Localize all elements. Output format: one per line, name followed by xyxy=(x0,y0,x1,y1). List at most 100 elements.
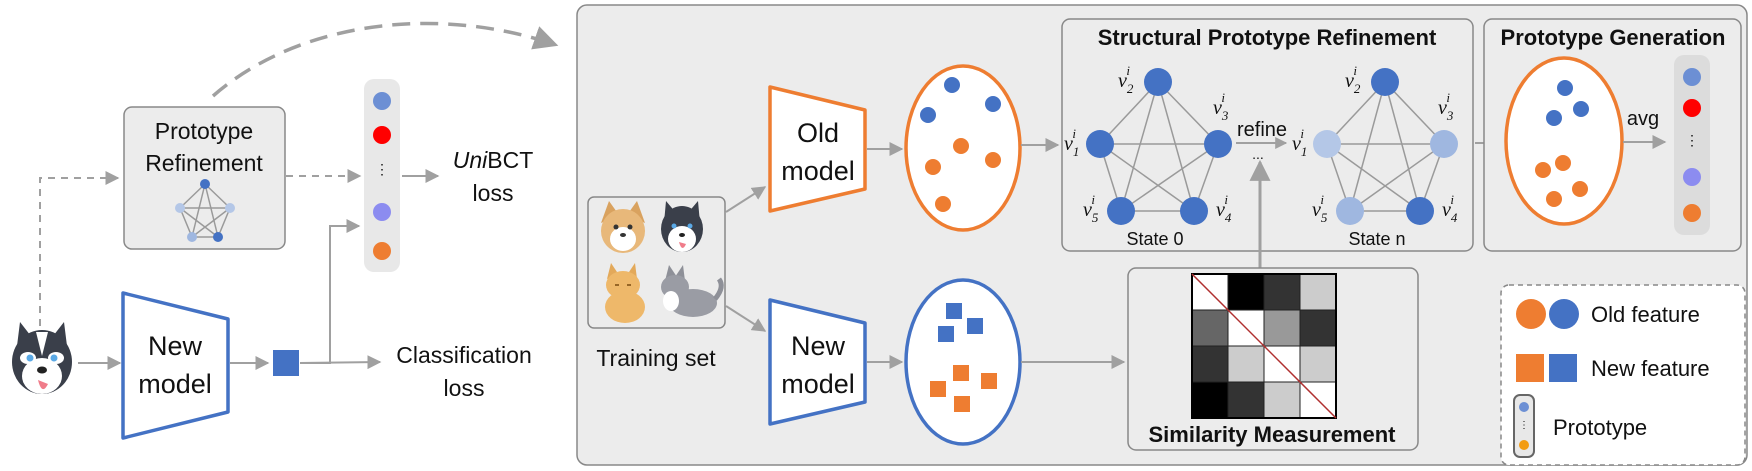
new-model-label-left-2: model xyxy=(138,369,212,399)
legend-old-feature-orange-icon xyxy=(1516,299,1546,329)
dashed-arrow-to-refinement xyxy=(39,171,120,326)
prototype-dot xyxy=(373,242,391,260)
graph-edge xyxy=(1157,81,1219,145)
graph-node xyxy=(1430,130,1458,158)
new-feature-square xyxy=(273,350,299,376)
legend-prototype-dot-orange xyxy=(1519,440,1529,450)
legend-prototype-ellipsis: ⋮ xyxy=(1519,420,1529,431)
graph-node xyxy=(1313,130,1341,158)
matrix-border xyxy=(1191,273,1337,419)
generation-dot xyxy=(1573,101,1589,117)
matrix-cell xyxy=(1227,273,1265,311)
graph-node xyxy=(213,232,223,242)
prototype-refinement-label-1: Prototype xyxy=(155,118,253,144)
graph-node xyxy=(1144,68,1172,96)
prototype-generation-title: Prototype Generation xyxy=(1501,25,1726,50)
old-feature-dot xyxy=(953,138,969,154)
graph-edge xyxy=(179,183,206,209)
new-model-trapezoid-main xyxy=(768,298,867,426)
prototype-dot xyxy=(373,126,391,144)
matrix-cell xyxy=(1263,381,1301,419)
new-model-label-main-1: New xyxy=(791,331,846,361)
new-model-label-left-1: New xyxy=(148,331,203,361)
new-model-trapezoid-left xyxy=(121,291,230,440)
arrow-feature-to-prototypes xyxy=(300,219,361,364)
matrix-cell xyxy=(1263,309,1301,347)
prototype-ellipsis: ⋮ xyxy=(1685,132,1699,148)
graph-node xyxy=(1204,130,1232,158)
matrix-cell xyxy=(1299,273,1337,311)
matrix-cell xyxy=(1227,345,1265,383)
matrix-cell xyxy=(1263,273,1301,311)
refine-label: refine xyxy=(1237,119,1287,141)
prototype-dot xyxy=(1683,204,1701,222)
vertex-label: v3i xyxy=(1438,90,1454,123)
legend-new-feature-orange-icon xyxy=(1516,354,1544,382)
graph-edge xyxy=(204,183,219,238)
old-model-trapezoid xyxy=(768,85,867,213)
vertex-label: v4i xyxy=(1442,192,1458,225)
prototype-refinement-box xyxy=(123,106,286,250)
legend-prototype-label: Prototype xyxy=(1553,415,1647,440)
training-set-label: Training set xyxy=(596,345,716,371)
unibct-loss-label-2: loss xyxy=(473,180,514,206)
small-graph-icon xyxy=(175,179,235,242)
staten-label: State n xyxy=(1348,229,1405,249)
vertex-label: v4i xyxy=(1216,192,1232,225)
new-feature-square xyxy=(938,326,954,342)
graph-edge xyxy=(1384,81,1421,212)
graph-edge xyxy=(1099,81,1159,145)
graph-edge xyxy=(1120,143,1219,212)
new-feature-square xyxy=(953,365,969,381)
vertex-label: v1i xyxy=(1064,126,1079,159)
old-model-label-2: model xyxy=(781,156,855,186)
graph-edge xyxy=(1349,143,1445,212)
legend-new-feature-label: New feature xyxy=(1591,356,1710,381)
graph-edge xyxy=(179,207,193,238)
vertex-label: v2i xyxy=(1118,63,1134,96)
generation-dot xyxy=(1557,80,1573,96)
graph-edge xyxy=(191,207,231,238)
generation-dot xyxy=(1555,155,1571,171)
graph-node xyxy=(1180,197,1208,225)
graph-edge xyxy=(1384,81,1445,145)
husky-query-image xyxy=(12,322,72,394)
new-feature-square xyxy=(981,373,997,389)
graph-node xyxy=(1107,197,1135,225)
graph-edge xyxy=(1157,81,1195,212)
old-feature-dot xyxy=(935,196,951,212)
legend-old-feature-blue-icon xyxy=(1549,299,1579,329)
prototype-refinement-label-2: Refinement xyxy=(145,150,263,176)
prototype-column-left xyxy=(364,79,400,272)
generation-dot xyxy=(1546,110,1562,126)
prototype-dot xyxy=(373,203,391,221)
generation-dot xyxy=(1535,162,1551,178)
new-feature-square xyxy=(946,303,962,319)
vertex-label: v2i xyxy=(1345,63,1361,96)
arrow-training-to-new-model xyxy=(725,305,767,332)
similarity-title: Similarity Measurement xyxy=(1149,422,1397,447)
old-feature-dot xyxy=(944,77,960,93)
state0-label: State 0 xyxy=(1126,229,1183,249)
refine-ellipsis: ... xyxy=(1252,146,1264,162)
graph-node xyxy=(225,203,235,213)
new-feature-square xyxy=(967,318,983,334)
classification-loss-label-1: Classification xyxy=(396,342,532,368)
graph-edge xyxy=(1099,143,1195,212)
matrix-cell xyxy=(1299,309,1337,347)
prototype-ellipsis: ⋮ xyxy=(375,161,389,177)
graph-edge xyxy=(1349,81,1386,212)
old-feature-dot xyxy=(920,107,936,123)
graph-node xyxy=(200,179,210,189)
prototype-generation-ellipse xyxy=(1504,56,1624,226)
graph-edge xyxy=(1326,81,1386,145)
new-feature-square xyxy=(954,396,970,412)
legend-old-feature-label: Old feature xyxy=(1591,302,1700,327)
old-feature-dot xyxy=(985,96,1001,112)
graph-edge xyxy=(191,183,206,238)
graph-edge xyxy=(204,183,231,209)
arrow-training-to-old-model xyxy=(725,186,767,213)
vertex-label: v5i xyxy=(1312,192,1328,225)
